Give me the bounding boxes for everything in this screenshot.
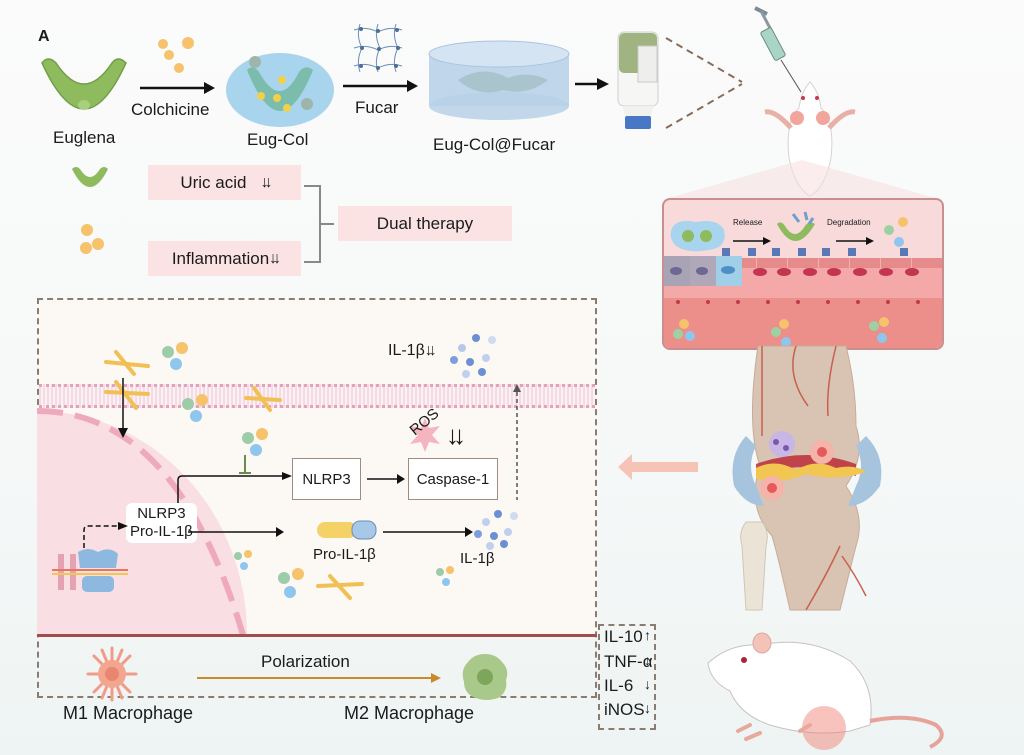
drug-particles-icon bbox=[278, 568, 304, 598]
panel-label: A bbox=[38, 28, 50, 45]
cytokine-name: IL-10 bbox=[604, 627, 643, 646]
trend-down-icon: ↓ bbox=[644, 652, 651, 668]
il1b-particles-icon bbox=[474, 510, 518, 550]
m2-macrophage-icon bbox=[462, 654, 508, 700]
colchicine-small-icon bbox=[80, 224, 104, 254]
uric-acid-box: Uric acid ↓↓ bbox=[148, 165, 301, 200]
pathway-arrow-elbow bbox=[177, 472, 292, 506]
pro-il1b-label: Pro-IL-1β bbox=[313, 546, 376, 563]
urate-crystal-icon bbox=[316, 574, 364, 600]
pro-il1b-protein-icon bbox=[317, 520, 377, 540]
mouse-side-view-illustration bbox=[707, 632, 944, 750]
arrow-down-icon bbox=[118, 378, 128, 438]
nucleus-dashed-membrane bbox=[36, 408, 246, 636]
eug-col-illustration bbox=[226, 53, 334, 127]
ribosome-icon bbox=[52, 549, 128, 592]
polarization-label: Polarization bbox=[261, 652, 350, 671]
release-label: Release bbox=[733, 218, 763, 227]
drug-particles-icon bbox=[234, 550, 252, 570]
gel-blob-icon bbox=[670, 220, 725, 252]
drug-particles-icon bbox=[182, 394, 208, 422]
ros-burst-icon bbox=[410, 418, 440, 452]
vial-illustration bbox=[617, 31, 659, 129]
cytokine-box bbox=[598, 624, 656, 730]
cytokine-row: IL-10 ↑ bbox=[604, 627, 651, 647]
uric-acid-label: Uric acid bbox=[180, 172, 247, 192]
il1b-label: IL-1β bbox=[460, 550, 495, 567]
arrow-icon bbox=[836, 237, 874, 245]
down-arrows-icon: ↓↓ bbox=[260, 173, 273, 191]
arrow-icon bbox=[140, 82, 215, 94]
arrow-icon bbox=[575, 78, 609, 90]
cytokine-row: iNOS ↓ bbox=[604, 700, 651, 720]
dual-therapy-box: Dual therapy bbox=[338, 206, 512, 241]
colchicine-dots-icon bbox=[158, 37, 194, 73]
degradation-label: Degradation bbox=[827, 218, 871, 227]
arrow-icon bbox=[343, 80, 418, 92]
arrow-icon bbox=[367, 474, 405, 484]
syringe-icon bbox=[754, 6, 802, 93]
eug-col-fucar-label: Eug-Col@Fucar bbox=[433, 135, 556, 154]
nlrp3-gene-text: NLRP3 bbox=[137, 505, 186, 522]
pro-il1b-gene-text: Pro-IL-1β bbox=[130, 523, 193, 540]
inhibition-bar-icon bbox=[239, 455, 251, 474]
zoom-cone bbox=[662, 160, 942, 200]
trend-down-icon: ↓ bbox=[644, 676, 651, 692]
tissue-cells bbox=[664, 248, 920, 347]
il1b-text: IL-1β bbox=[388, 342, 425, 359]
drug-particles-icon bbox=[242, 428, 268, 456]
dashed-secretion-arrow bbox=[513, 384, 521, 500]
arrow-icon bbox=[733, 237, 771, 245]
cytokine-name: TNF-α bbox=[604, 652, 653, 671]
knee-joint-illustration bbox=[732, 345, 882, 611]
m1-macrophage-icon bbox=[86, 646, 138, 702]
trend-down-icon: ↓ bbox=[644, 700, 651, 716]
cytokine-row: TNF-α ↓ bbox=[604, 652, 653, 672]
colchicine-label: Colchicine bbox=[131, 100, 210, 119]
euglena-release-icon bbox=[777, 211, 815, 241]
faded-left-arrow-icon bbox=[618, 454, 698, 480]
arrow-icon bbox=[383, 527, 473, 537]
fucar-network-icon bbox=[353, 23, 403, 73]
m2-macrophage-label: M2 Macrophage bbox=[344, 703, 475, 723]
cytokine-name: iNOS bbox=[604, 700, 645, 719]
zoom-dashed-lines bbox=[665, 37, 743, 129]
hydrogel-dish-illustration bbox=[428, 40, 570, 120]
degraded-particles-icon bbox=[884, 217, 908, 247]
drug-particles-icon bbox=[162, 342, 188, 370]
mechanism-divider bbox=[37, 634, 597, 637]
ros-down-arrows-icon: ↓↓ bbox=[446, 420, 466, 450]
nlrp3-box: NLRP3 bbox=[292, 458, 361, 500]
urate-crystal-icon bbox=[104, 350, 150, 410]
inflammation-box: Inflammation ↓↓ bbox=[148, 241, 301, 276]
euglena-small-icon bbox=[72, 167, 108, 187]
down-arrows-icon: ↓↓ bbox=[424, 342, 437, 359]
il1b-released-label: IL-1β↓↓ bbox=[388, 342, 437, 360]
cytokine-row: IL-6 ↓ bbox=[604, 676, 651, 696]
dashed-transcription-arrow bbox=[83, 522, 128, 556]
fucar-label: Fucar bbox=[355, 98, 399, 117]
trend-up-icon: ↑ bbox=[644, 627, 651, 643]
arrow-icon bbox=[188, 527, 284, 537]
inflammation-label: Inflammation bbox=[171, 248, 270, 268]
il1b-particles-icon bbox=[450, 334, 496, 378]
eug-col-label: Eug-Col bbox=[247, 130, 309, 149]
polarization-arrow bbox=[197, 673, 441, 683]
drug-particles-icon bbox=[436, 566, 454, 586]
m1-macrophage-label: M1 Macrophage bbox=[63, 703, 194, 723]
urate-crystal-icon bbox=[244, 386, 282, 412]
cytokine-name: IL-6 bbox=[604, 676, 634, 695]
nucleus-gene-label: NLRP3 Pro-IL-1β bbox=[126, 503, 197, 543]
euglena-illustration bbox=[41, 58, 127, 110]
euglena-label: Euglena bbox=[53, 128, 116, 147]
down-arrows-icon: ↓↓ bbox=[269, 249, 281, 267]
caspase1-box: Caspase-1 bbox=[408, 458, 498, 500]
bracket-connector bbox=[304, 185, 334, 263]
